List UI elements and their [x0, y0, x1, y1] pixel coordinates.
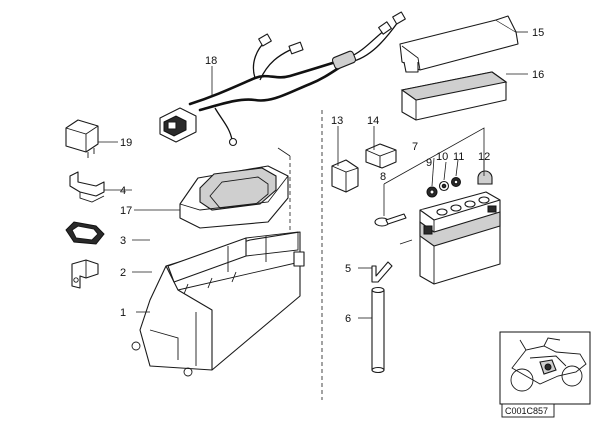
relay-holder[interactable]: [69, 171, 105, 203]
battery-bolt[interactable]: [374, 213, 407, 227]
label-13: 13: [331, 115, 343, 127]
rubber-grommet[interactable]: [65, 221, 105, 245]
label-8: 8: [380, 171, 386, 183]
relay[interactable]: [65, 119, 99, 158]
label-4: 4: [120, 185, 126, 197]
label-19: 19: [120, 137, 132, 149]
label-15: 15: [532, 27, 544, 39]
label-3: 3: [120, 235, 126, 247]
battery-strap[interactable]: [399, 15, 519, 73]
label-16: 16: [532, 69, 544, 81]
cover-leader-line: [277, 147, 291, 157]
terminal-cover-clip[interactable]: [331, 159, 359, 193]
motorcycle-icon: [510, 337, 587, 392]
terminal-cap[interactable]: [365, 143, 397, 169]
label-11: 11: [453, 151, 464, 163]
label-5: 5: [345, 263, 351, 275]
label-10: 10: [436, 151, 448, 163]
part-labels: 1 2 3 4 17 19 18 13 14 15 16 7 8 9 10 11…: [120, 27, 544, 325]
mounting-bracket[interactable]: [71, 259, 99, 289]
group-bracket-mid: [399, 239, 413, 245]
vent-elbow[interactable]: [371, 261, 393, 283]
label-17: 17: [120, 205, 132, 217]
battery[interactable]: [419, 191, 501, 285]
label-2: 2: [120, 267, 126, 279]
label-18: 18: [205, 55, 217, 67]
label-14: 14: [367, 115, 379, 127]
image-code-box: [501, 403, 555, 418]
label-1: 1: [120, 307, 126, 319]
screws-and-washers[interactable]: [426, 170, 493, 198]
vent-tube[interactable]: [371, 286, 385, 374]
foam-pad[interactable]: [400, 71, 508, 121]
label-12: 12: [478, 151, 490, 163]
label-9: 9: [426, 157, 432, 169]
image-code: C001C857: [505, 406, 548, 416]
group-bracket-top: [383, 127, 485, 185]
battery-tray[interactable]: [131, 231, 305, 377]
label-7: 7: [412, 141, 418, 153]
wiring-harness[interactable]: [159, 11, 406, 147]
label-6: 6: [345, 313, 351, 325]
motorcycle-inset: [499, 331, 591, 405]
leader-lines: [98, 31, 528, 319]
battery-cover[interactable]: [179, 165, 289, 229]
